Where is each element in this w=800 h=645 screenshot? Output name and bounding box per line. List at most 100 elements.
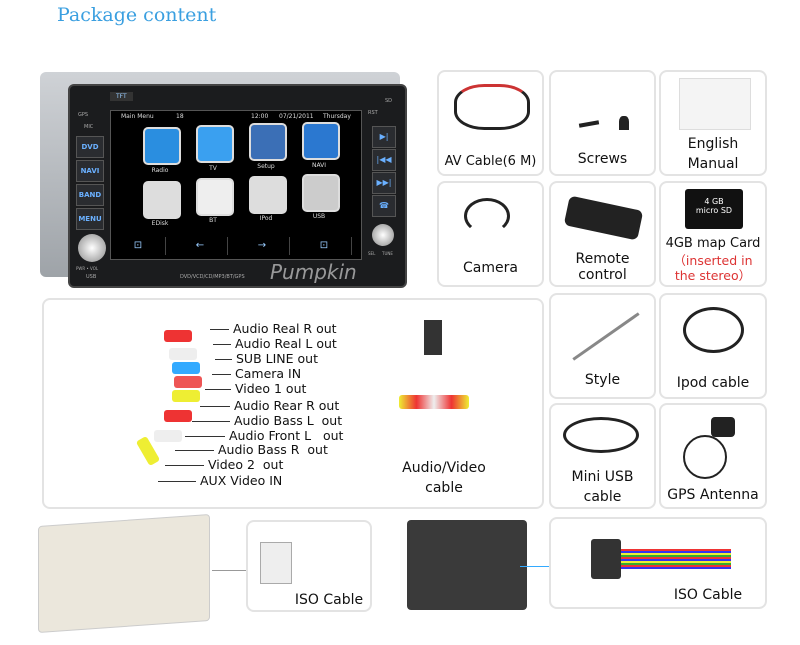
ipod-app-icon (249, 176, 287, 214)
leader-line (215, 359, 232, 360)
navi-key: NAVI (76, 160, 104, 182)
cable-label: Audio Real L out (235, 336, 337, 351)
mic-label: MIC (84, 124, 94, 130)
ipod-cable-image (683, 307, 744, 353)
gps-card: GPS Antenna (659, 403, 767, 509)
bt-app-icon (196, 178, 234, 216)
format-label: DVD/VCD/CD/MP3/BT/GPS (180, 274, 245, 280)
usb-app-icon (302, 174, 340, 212)
watermark: Pumpkin (270, 260, 357, 284)
cable-label: AUX Video IN (200, 473, 283, 488)
cable-label: Audio Front L out (229, 428, 344, 443)
edisk-app-icon (143, 181, 181, 219)
screw-image (619, 116, 629, 130)
camera-label: Camera (463, 260, 518, 276)
av-cable-label: AV Cable(6 M) (444, 154, 537, 169)
mini-usb-image (563, 417, 639, 453)
manual-card: English Manual (659, 70, 767, 176)
stylus-card: Style (549, 293, 656, 399)
iso-connector-image (38, 513, 210, 634)
head-unit-image: TFT GPS MIC RST SD DVD NAVI BAND MENU ▶|… (40, 72, 430, 288)
tune-knob (372, 224, 394, 246)
app-label: NAVI (311, 162, 327, 169)
tune-label: TUNE (382, 251, 393, 256)
tv-app-icon (196, 125, 234, 163)
cable-label: Audio Bass R out (218, 442, 328, 457)
leader-line (185, 436, 225, 437)
iso-cable-label-2: ISO Cable (673, 587, 743, 603)
app-label: USB (312, 213, 326, 220)
rca-cable-image (64, 320, 214, 470)
gps-cable-image (683, 435, 727, 479)
av-cable-box: Audio/Video cable (42, 298, 544, 509)
setup-app-icon (249, 123, 287, 161)
cable-label: Video 1 out (235, 381, 307, 396)
ipod-label: Ipod cable (676, 375, 750, 391)
remote-label: Remote control (575, 251, 630, 283)
app-label: BT (209, 217, 217, 224)
screw-image (578, 120, 600, 128)
gps-antenna-image (711, 417, 735, 437)
page-title: Package content (57, 4, 217, 26)
menu-key: MENU (76, 208, 104, 230)
band-key: BAND (76, 184, 104, 206)
leader-line (158, 481, 196, 482)
nav-home: ⊡ (111, 237, 166, 255)
sd-label: SD (385, 98, 393, 104)
status-menu: Main Menu (121, 113, 154, 120)
play-key: ▶| (372, 126, 396, 148)
nav-menu: ⊡ (297, 237, 352, 255)
iso-cable-card-1: ISO Cable (246, 520, 372, 612)
wire-bundle-image (621, 549, 731, 569)
remote-card: Remote control (549, 181, 656, 287)
cable-label: Audio Rear R out (234, 398, 340, 413)
mini-usb-card: Mini USB cable (549, 403, 656, 509)
app-label: IPod (259, 215, 273, 222)
next-key: ▶▶| (372, 172, 396, 194)
leader-line (212, 374, 231, 375)
manual-image (679, 78, 751, 130)
app-label: Radio (151, 167, 169, 174)
front-panel: TFT GPS MIC RST SD DVD NAVI BAND MENU ▶|… (68, 84, 407, 288)
rst-label: RST (368, 110, 378, 116)
cable-label: Video 2 out (208, 457, 284, 472)
prev-key: |◀◀ (372, 149, 396, 171)
screws-card: Screws (549, 70, 656, 176)
connector-line (212, 570, 248, 571)
map-card-label: 4GB map Card (665, 236, 761, 251)
mini-usb-label: Mini USB cable (571, 469, 634, 505)
status-num: 18 (176, 113, 184, 120)
navi-app-icon (302, 122, 340, 160)
stylus-image (572, 312, 640, 361)
cable-label: Audio Real R out (233, 321, 337, 336)
stylus-label: Style (584, 372, 621, 388)
iso-cable-card-2: ISO Cable (549, 517, 767, 609)
usb-label: USB (86, 274, 97, 280)
connector-line (520, 566, 550, 567)
leader-line (175, 450, 214, 451)
pwr-label: PWR • VOL (76, 266, 99, 271)
leader-line (210, 329, 229, 330)
app-label: Setup (257, 163, 275, 170)
iso-connector-black-image (407, 520, 527, 610)
gps-label: GPS (78, 112, 89, 118)
app-label: TV (209, 165, 217, 172)
phone-key: ☎ (372, 195, 396, 217)
leader-line (192, 421, 230, 422)
av-cable-card: AV Cable(6 M) (437, 70, 544, 176)
av-harness-image (389, 315, 479, 435)
leader-line (200, 406, 230, 407)
cable-label: Audio Bass L out (234, 413, 343, 428)
camera-card: Camera (437, 181, 544, 287)
av-cable-image (454, 84, 530, 130)
leader-line (205, 389, 231, 390)
sd-text: micro SD (695, 206, 733, 215)
map-card-card: 4 GB micro SD 4GB map Card （inserted in … (659, 181, 767, 287)
nav-back: ← (173, 237, 228, 255)
iso-cable-label-1: ISO Cable (294, 592, 364, 608)
status-day: Thursday (323, 113, 351, 120)
manual-label: English Manual (687, 136, 739, 172)
ipod-cable-card: Ipod cable (659, 293, 767, 399)
gps-label: GPS Antenna (667, 487, 759, 503)
tft-label: TFT (110, 92, 133, 101)
